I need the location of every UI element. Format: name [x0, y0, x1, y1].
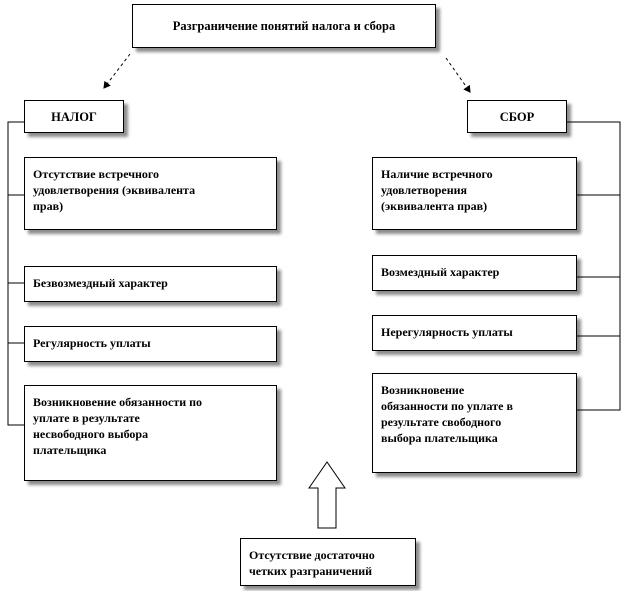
tax-item-3: Регулярность уплаты: [24, 326, 277, 362]
fee-item-2: Возмездный характер: [372, 255, 577, 291]
tax-bracket-line: [7, 121, 24, 426]
diagram-title: Разграничение понятий налога и сбора: [132, 4, 436, 48]
fee-item-1: Наличие встречного удовлетворения (эквив…: [372, 157, 577, 230]
arrow-to-fee: [445, 57, 471, 93]
fee-header: СБОР: [467, 100, 567, 133]
fee-item-3: Нерегулярность уплаты: [372, 315, 577, 351]
tax-header: НАЛОГ: [24, 100, 124, 133]
tax-item-1: Отсутствие встречного удовлетворения (эк…: [24, 157, 277, 230]
tax-item-2: Безвозмездный характер: [24, 266, 277, 302]
fee-bracket-line: [567, 121, 621, 411]
tax-item-4: Возникновение обязанности по уплате в ре…: [24, 385, 277, 481]
note-box: Отсутствие достаточно четких разграничен…: [240, 538, 416, 586]
up-arrow-icon: [308, 461, 346, 529]
arrow-to-tax: [103, 53, 131, 89]
fee-item-4: Возникновение обязанности по уплате в ре…: [372, 373, 577, 473]
